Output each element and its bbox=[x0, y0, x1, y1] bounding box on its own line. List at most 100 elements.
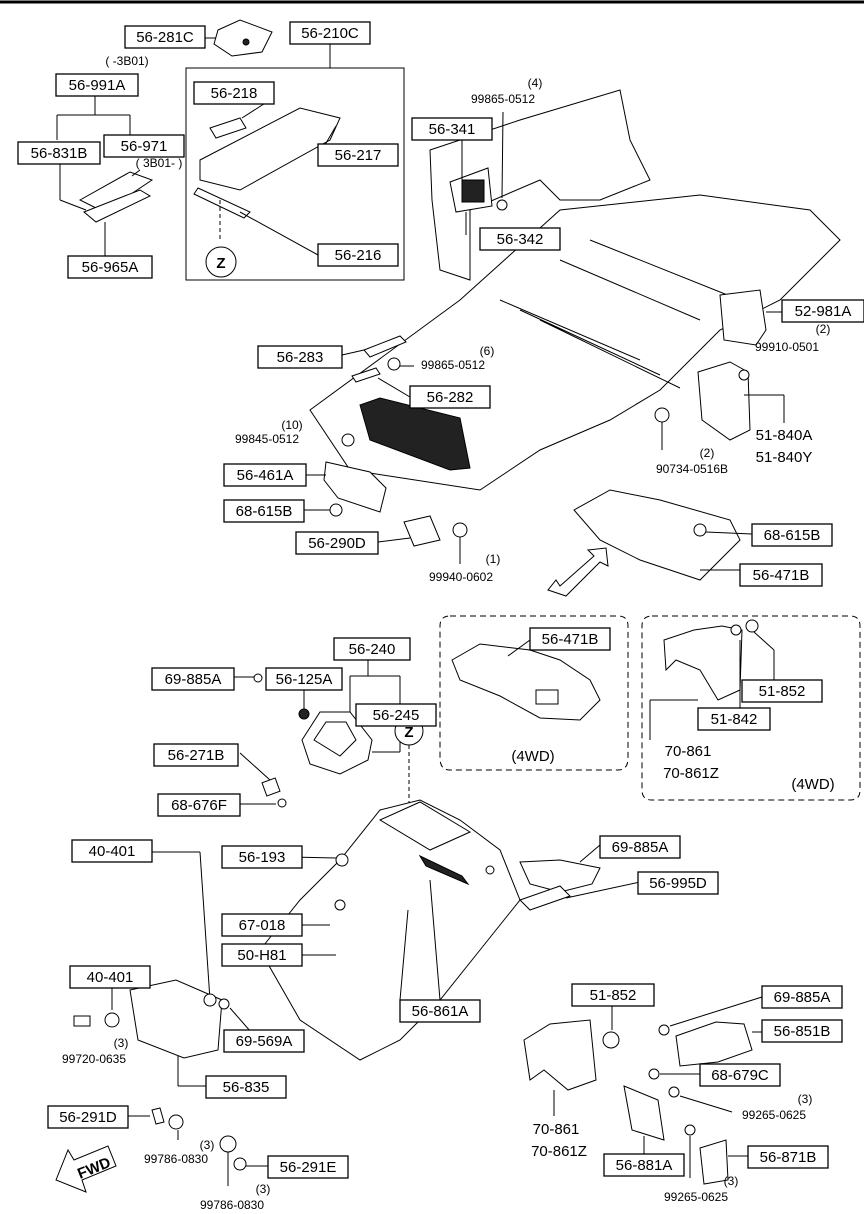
leader-line bbox=[501, 111, 504, 199]
label-p56-871B: 56-871B bbox=[747, 1145, 829, 1169]
label-text-label-4wd-a: (4WD) bbox=[511, 748, 554, 765]
label-p68-615B-right: 68-615B bbox=[751, 523, 833, 547]
bolt-icon bbox=[168, 1114, 184, 1130]
label-text-p56-831B: 56-831B bbox=[31, 145, 88, 162]
label-p56-991A-note: ( -3B01) bbox=[105, 54, 148, 68]
part-tunnel-shape bbox=[378, 801, 472, 851]
label-text-p99865-mid-qty: (6) bbox=[480, 344, 495, 358]
label-p99265-b-qty: (3) bbox=[724, 1174, 739, 1188]
label-text-p68-679C: 68-679C bbox=[711, 1067, 769, 1084]
part-70-861-lower-shape bbox=[523, 1019, 597, 1091]
part-56-283-shape bbox=[363, 335, 407, 358]
label-text-z-bottom: Z bbox=[404, 724, 413, 741]
label-text-p90734: 90734-0516B bbox=[656, 462, 728, 476]
clip-icon bbox=[684, 1124, 696, 1136]
leader-line bbox=[507, 639, 531, 657]
leader-line bbox=[59, 199, 87, 211]
part-56-995D-shape bbox=[519, 885, 571, 911]
4wd-box-b bbox=[641, 615, 861, 801]
label-p56-281C: 56-281C bbox=[124, 25, 206, 49]
label-p99265-a: 99265-0625 bbox=[742, 1108, 806, 1122]
part-52-981A-shape bbox=[719, 289, 767, 346]
label-text-p56-271B: 56-271B bbox=[168, 747, 225, 764]
label-text-p99786-b-qty: (3) bbox=[256, 1182, 271, 1196]
label-p70-861Z-upper: 70-861Z bbox=[663, 765, 719, 782]
part-56-282-shape bbox=[351, 367, 381, 383]
label-text-p56-881A: 56-881A bbox=[616, 1157, 673, 1174]
label-p56-193: 56-193 bbox=[221, 845, 303, 869]
label-text-p99265-a: 99265-0625 bbox=[742, 1108, 806, 1122]
label-p99720-qty: (3) bbox=[114, 1036, 129, 1050]
label-text-p70-861-lower: 70-861 bbox=[533, 1121, 580, 1138]
label-text-p56-290D: 56-290D bbox=[308, 535, 366, 552]
label-text-p52-981A: 52-981A bbox=[795, 303, 852, 320]
label-text-p56-851B: 56-851B bbox=[774, 1023, 831, 1040]
label-text-p68-615B-right: 68-615B bbox=[764, 527, 821, 544]
label-p99786-a: 99786-0830 bbox=[144, 1152, 208, 1166]
label-box bbox=[637, 871, 719, 895]
label-box bbox=[289, 21, 371, 45]
label-box bbox=[223, 463, 307, 487]
label-p51-852-lower: 51-852 bbox=[571, 983, 655, 1007]
hole-icon bbox=[242, 38, 250, 46]
label-box bbox=[599, 835, 681, 859]
label-z-top: Z bbox=[216, 255, 225, 272]
label-box bbox=[69, 965, 151, 989]
label-text-z-top: Z bbox=[216, 255, 225, 272]
fastener-icon bbox=[334, 899, 346, 911]
label-p99845: 99845-0512 bbox=[235, 432, 299, 446]
part-56-282-pad-shape bbox=[359, 397, 471, 471]
label-p56-851B: 56-851B bbox=[761, 1019, 843, 1043]
leader-line bbox=[705, 531, 753, 535]
part-70-861-upper-shape bbox=[663, 625, 743, 701]
label-text-p56-240: 56-240 bbox=[349, 641, 396, 658]
label-text-p56-861A: 56-861A bbox=[412, 1003, 469, 1020]
label-p68-676F: 68-676F bbox=[157, 793, 241, 817]
part-56-291D-shape bbox=[151, 1107, 165, 1125]
label-text-p56-341: 56-341 bbox=[429, 121, 476, 138]
label-box bbox=[355, 703, 437, 727]
label-p56-965A: 56-965A bbox=[67, 255, 153, 279]
label-text-p99865-top-qty: (4) bbox=[528, 76, 543, 90]
label-text-p56-965A: 56-965A bbox=[82, 259, 139, 276]
label-text-p40-401-a: 40-401 bbox=[89, 843, 136, 860]
label-text-p56-282: 56-282 bbox=[427, 389, 474, 406]
label-p56-835: 56-835 bbox=[205, 1075, 287, 1099]
leader-line bbox=[199, 851, 211, 1001]
clip-icon bbox=[730, 624, 742, 636]
leader-line bbox=[239, 211, 319, 256]
label-p51-852-upper: 51-852 bbox=[741, 679, 823, 703]
label-p90734: 90734-0516B bbox=[656, 462, 728, 476]
part-56-342-shape bbox=[461, 179, 485, 203]
label-box bbox=[409, 385, 491, 409]
part-56-281C-shape bbox=[213, 19, 273, 57]
label-p56-471B-main: 56-471B bbox=[739, 563, 823, 587]
label-box bbox=[333, 637, 411, 661]
label-text-p56-281C: 56-281C bbox=[136, 29, 194, 46]
leader-line bbox=[399, 909, 409, 1001]
label-p99265-b: 99265-0625 bbox=[664, 1190, 728, 1204]
label-p40-401-a: 40-401 bbox=[71, 839, 153, 863]
label-p56-995D: 56-995D bbox=[637, 871, 719, 895]
4wd-box-a bbox=[439, 615, 629, 771]
direction-arrow-icon bbox=[547, 547, 609, 597]
label-p56-282: 56-282 bbox=[409, 385, 491, 409]
label-p56-461A: 56-461A bbox=[223, 463, 307, 487]
label-text-p99910: 99910-0501 bbox=[755, 340, 819, 354]
label-box bbox=[267, 1155, 349, 1179]
label-p68-615B-left: 68-615B bbox=[223, 499, 305, 523]
bolt-icon bbox=[654, 407, 670, 423]
label-p51-840A: 51-840A bbox=[756, 427, 813, 444]
washer-icon bbox=[203, 993, 217, 1007]
label-p99865-mid: 99865-0512 bbox=[421, 358, 485, 372]
label-box bbox=[17, 141, 101, 165]
label-box bbox=[399, 999, 481, 1023]
fastener-icon bbox=[335, 853, 349, 867]
part-56-861A-floor-shape bbox=[259, 799, 521, 1061]
label-text-p40-401-b: 40-401 bbox=[87, 969, 134, 986]
label-box bbox=[153, 743, 239, 767]
leader-line bbox=[239, 752, 271, 781]
label-text-p69-885A-right: 69-885A bbox=[774, 989, 831, 1006]
